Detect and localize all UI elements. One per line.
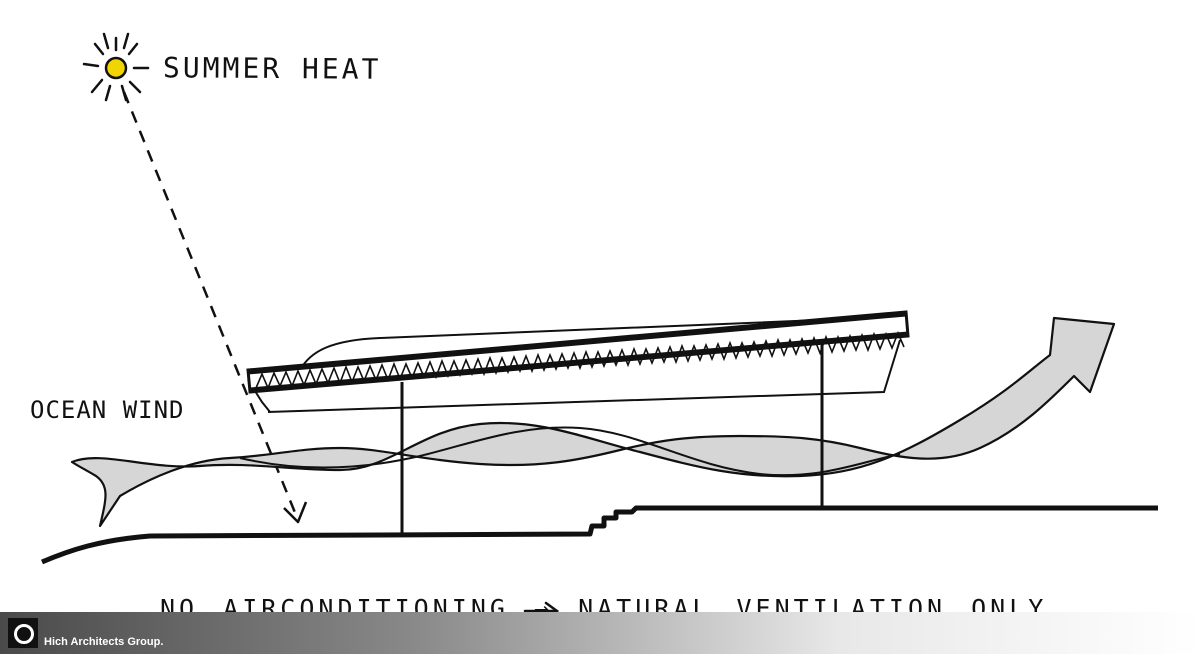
support-columns	[400, 344, 824, 534]
roof-structure	[246, 310, 910, 413]
sun-ray-arrow	[122, 91, 308, 524]
sun-icon	[82, 32, 150, 102]
credit-text: Hich Architects Group.	[44, 636, 164, 648]
ocean-wind-arrow	[70, 316, 1116, 528]
credit-footer: Hich Architects Group.	[0, 612, 1200, 654]
ocean-wind-label: OCEAN WIND	[30, 396, 185, 424]
logo-ring	[14, 624, 34, 644]
summer-heat-label: SUMMER HEAT	[162, 51, 382, 86]
circle-logo-icon	[8, 618, 38, 648]
ground-line	[41, 505, 1158, 565]
